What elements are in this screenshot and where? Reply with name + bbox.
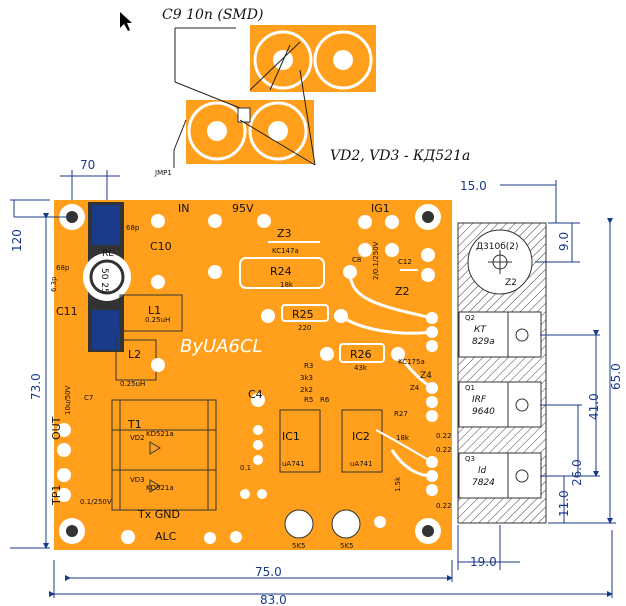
q3-line2: ld: [478, 466, 487, 476]
label-l2v: 0.25uH: [120, 380, 145, 388]
dim-730: 73.0: [29, 373, 43, 400]
dim-110: 11.0: [557, 490, 571, 517]
label-ic2: IC2: [352, 430, 370, 443]
heatsink: [457, 222, 547, 524]
label-r24v: 18k: [280, 281, 294, 289]
label-c8: C8: [352, 256, 361, 264]
label-r5: R5: [304, 396, 313, 404]
dim-120: 120: [10, 229, 24, 252]
label-kc2: KC175a: [398, 358, 425, 366]
label-out: OUT: [50, 416, 63, 440]
dim-150: 15.0: [460, 179, 487, 193]
label-ic1: IC1: [282, 430, 300, 443]
q1-line3: 829а: [472, 337, 495, 347]
label-vd2: VD2: [130, 434, 145, 442]
label-c7: C7: [84, 394, 93, 402]
pcb-board: [54, 200, 452, 550]
dim-410: 41.0: [587, 393, 601, 420]
heatsink-z2-label: Z2: [505, 278, 517, 288]
dim-650: 65.0: [609, 363, 623, 390]
label-c022b: 0.22: [436, 446, 452, 454]
label-r18k: 18k: [396, 434, 410, 442]
label-kd1: KD521a: [146, 430, 174, 438]
label-r26: R26: [350, 348, 372, 361]
label-c022a: 0.22: [436, 432, 452, 440]
label-l1v: 0.25uH: [145, 316, 170, 324]
label-c8v: 0.1/250V: [80, 498, 112, 506]
dim-830: 83.0: [260, 593, 287, 606]
heatsink-diode-label: Д310б(2): [476, 242, 519, 252]
label-vr2: 5K5: [340, 542, 354, 550]
board-watermark: ByUA6CL: [180, 336, 263, 357]
label-l2: L2: [128, 348, 141, 361]
q2-line3: 9640: [472, 407, 495, 417]
label-c8s: 2/0.1/250V: [372, 241, 380, 280]
label-r6: R6: [320, 396, 330, 404]
label-kc1: KC147a: [272, 247, 299, 255]
label-vd3: VD3: [130, 476, 145, 484]
label-c022c: 0.22: [436, 502, 452, 510]
label-z3: Z3: [277, 227, 292, 240]
label-r25: R25: [292, 308, 314, 321]
label-c11v: 6.3p: [50, 276, 58, 292]
label-vr1: 5K5: [292, 542, 306, 550]
dim-70: 70: [80, 158, 95, 172]
label-l1: L1: [148, 304, 161, 317]
label-c10v: 68p: [126, 224, 140, 232]
dim-90: 9.0: [557, 232, 571, 251]
label-t1: T1: [127, 418, 142, 431]
label-r24: R24: [270, 265, 292, 278]
label-c4: C4: [248, 388, 263, 401]
dim-190: 19.0: [470, 555, 497, 569]
label-ig1: IG1: [371, 202, 390, 215]
label-c10: C10: [150, 240, 172, 253]
label-tp1: TP1: [50, 485, 63, 506]
dim-750: 75.0: [255, 565, 282, 579]
label-alc: ALC: [155, 530, 177, 543]
label-95v: 95V: [232, 202, 254, 215]
label-in: IN: [178, 202, 189, 215]
label-z2: Z2: [395, 285, 410, 298]
label-c12: C12: [398, 258, 412, 266]
dimension-lines: [10, 170, 616, 598]
q1-line2: КТ: [474, 325, 487, 335]
label-c01: 0.1: [240, 464, 251, 472]
note-vd: VD2, VD3 - КД521а: [330, 148, 470, 164]
label-rlnum: 50 25: [99, 268, 109, 294]
label-ic2v: uA741: [350, 460, 373, 468]
note-c9: C9 10n (SMD): [162, 7, 263, 23]
label-ic1v: uA741: [282, 460, 305, 468]
label-c7v: 10u/50V: [64, 385, 72, 415]
q3-line3: 7824: [472, 478, 495, 488]
inset-detail: [173, 25, 376, 168]
label-z4: Z4: [420, 371, 432, 381]
label-txgnd: Tx GND: [137, 508, 180, 521]
label-r3: R3: [304, 362, 313, 370]
label-r25v: 220: [298, 324, 311, 332]
label-rl: RL: [102, 249, 113, 259]
label-rr: R27: [394, 410, 408, 418]
label-k15: 1.5k: [394, 476, 402, 492]
dim-260: 26.0: [570, 459, 584, 486]
mouse-cursor-icon: [120, 12, 132, 31]
label-k33: 3k3: [300, 374, 313, 382]
q1-line1: Q2: [465, 314, 475, 322]
label-r26v: 43k: [354, 364, 368, 372]
label-k2: 2k2: [300, 386, 313, 394]
q3-line1: Q3: [465, 455, 475, 463]
label-c11: C11: [56, 305, 78, 318]
label-kd2: KD521a: [146, 484, 174, 492]
label-z4b: Z4: [410, 384, 420, 392]
note-jmp: JMP1: [154, 169, 172, 177]
q2-line1: Q1: [465, 384, 475, 392]
q2-line2: IRF: [472, 395, 487, 405]
label-pf: 68p: [56, 264, 70, 272]
